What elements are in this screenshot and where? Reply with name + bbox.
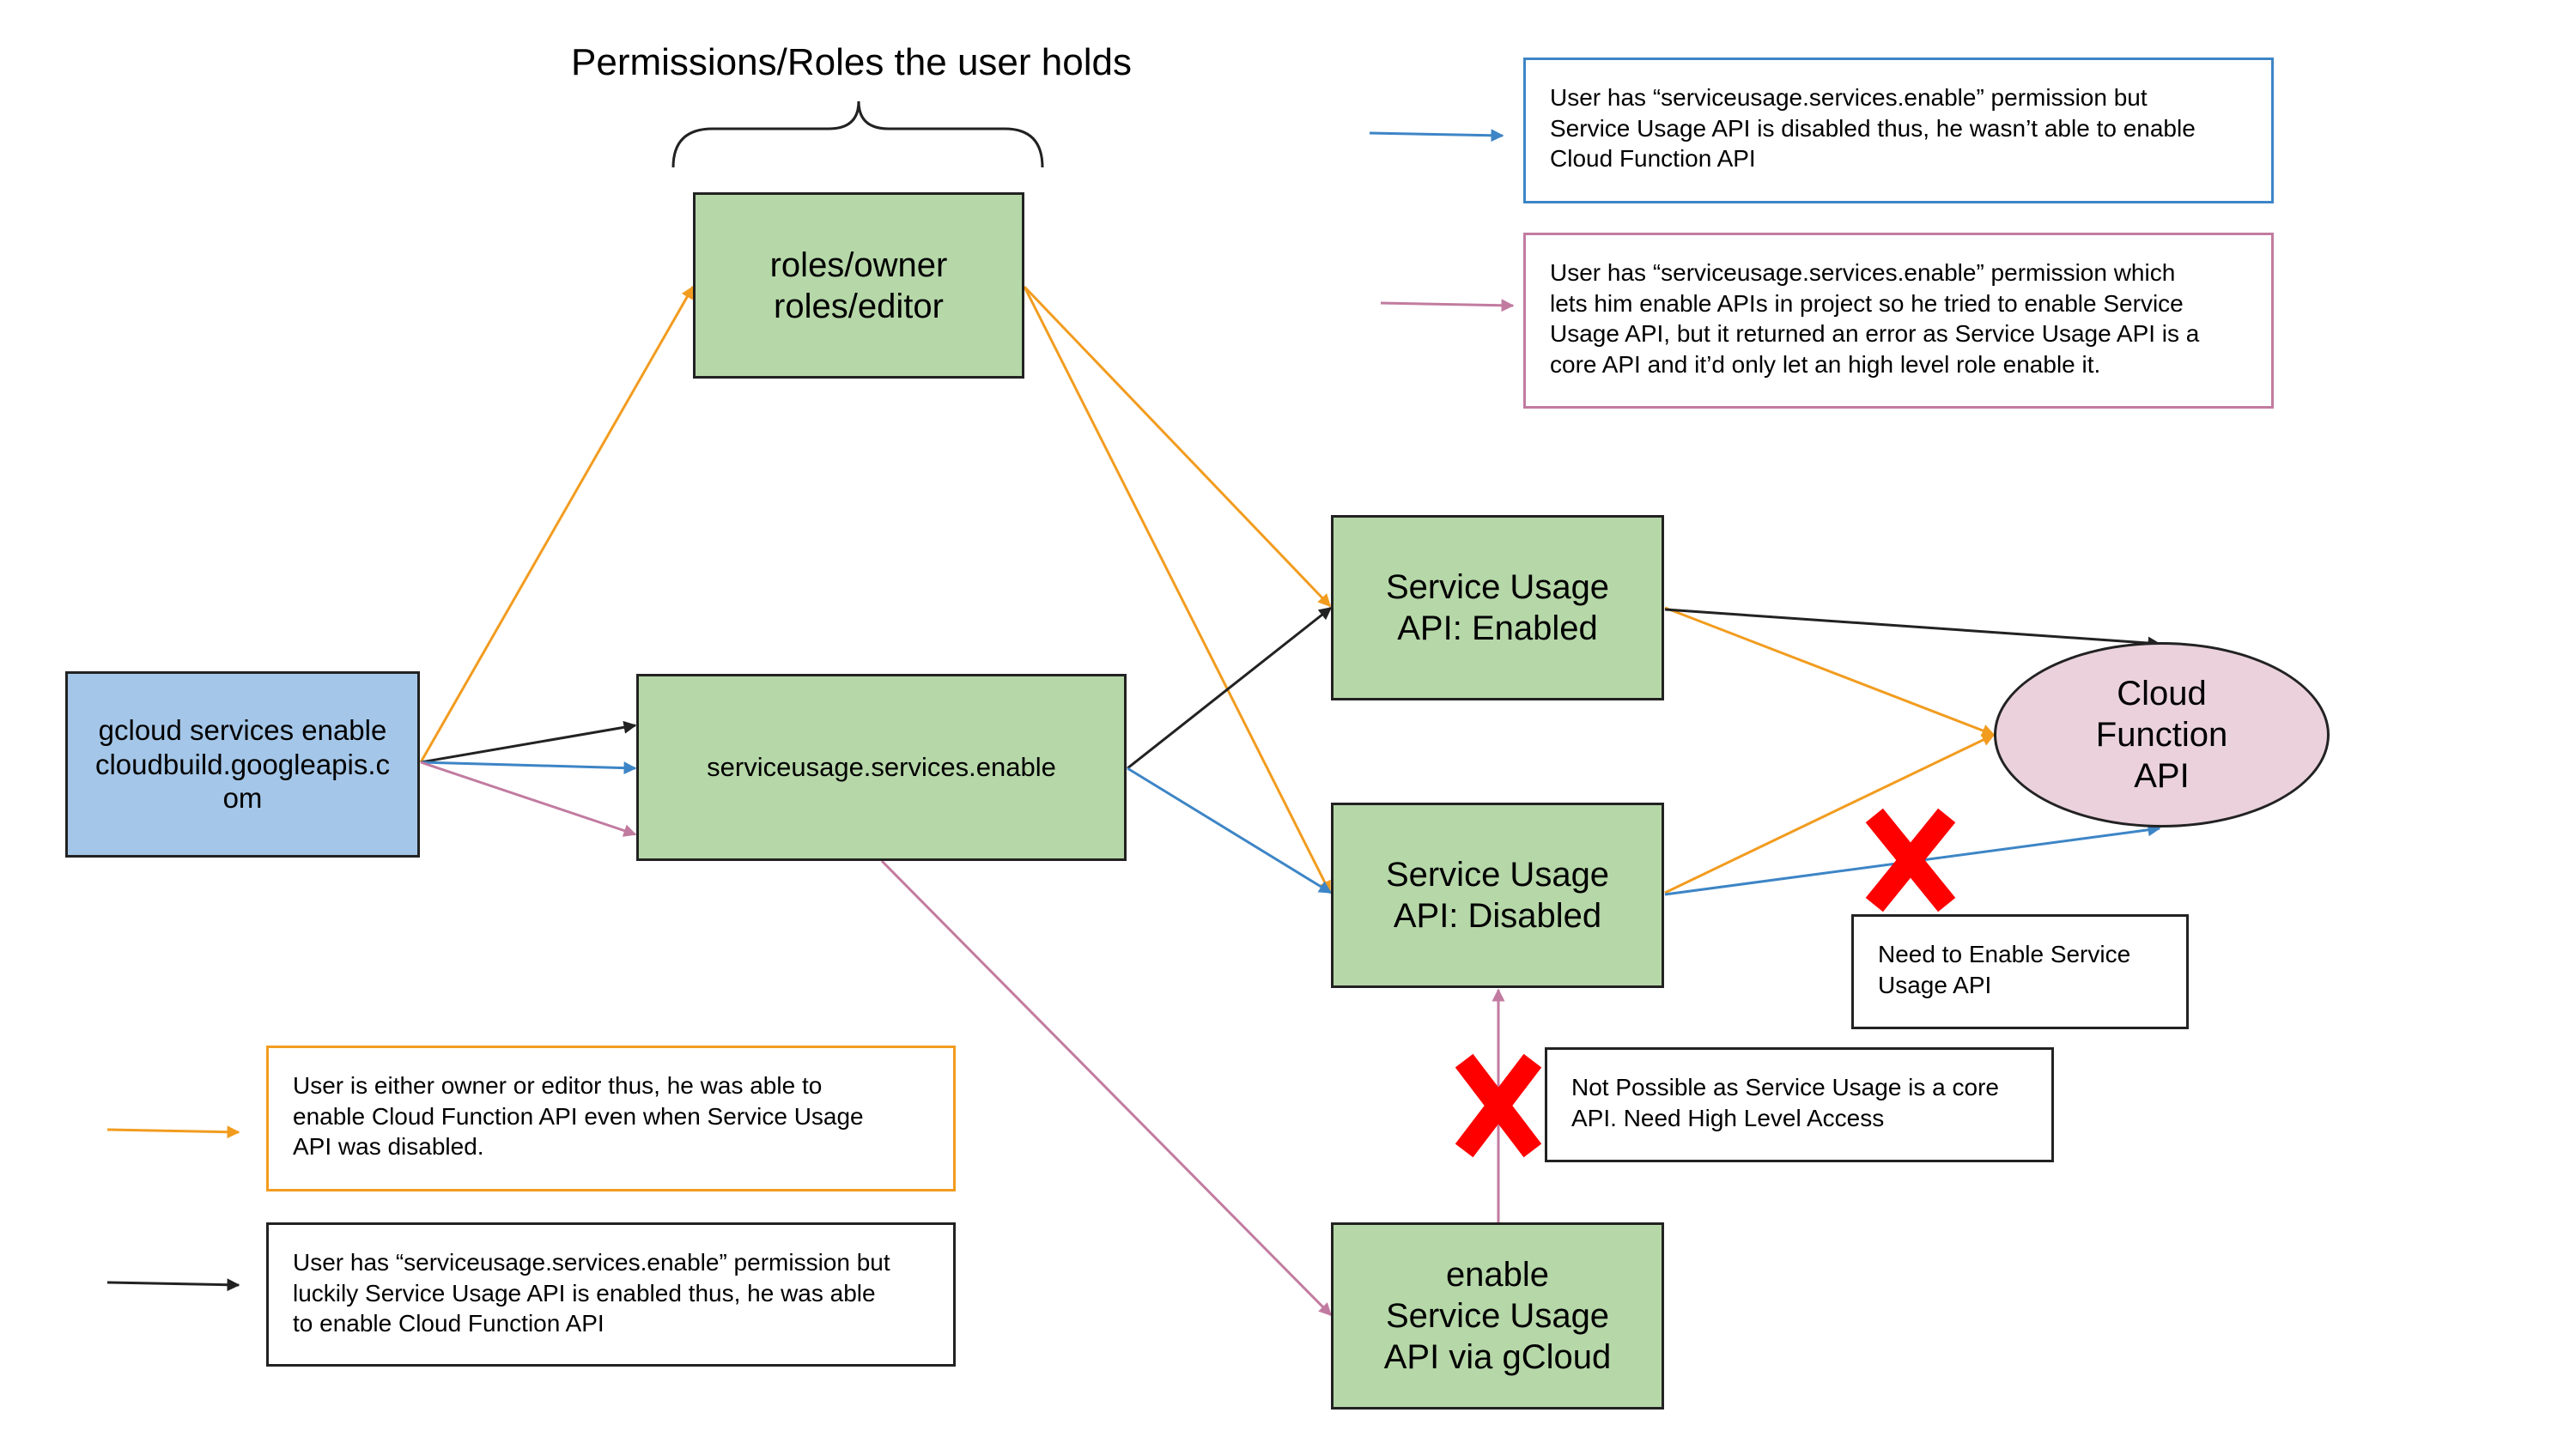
gcloud-command-node: gcloud services enable cloudbuild.google… [65,671,420,858]
enable-service-usage-node: enable Service Usage API via gCloud [1331,1222,1664,1410]
legend-arrow-blue [1369,129,1504,142]
permission-node: serviceusage.services.enable [636,674,1127,861]
cloud-function-api-node: Cloud Function API [1994,642,2330,828]
legend-arrow-orange [106,1125,240,1139]
edge-gcloud-to-permission-black [420,720,637,764]
blocked-x-icon [1455,1053,1542,1158]
edge-permission-to-enable-su [880,859,1333,1317]
legend-arrow-pink [1380,299,1515,312]
curly-brace [671,100,1044,168]
legend-note-orange: User is either owner or editor thus, he … [266,1046,956,1191]
legend-note-black: User has “serviceusage.services.enable” … [266,1222,956,1367]
blocked-x-icon [1865,808,1956,912]
edge-roles-to-su-enabled [1023,285,1332,608]
edge-permission-to-su-disabled [1127,767,1333,894]
edge-gcloud-to-roles [419,285,695,763]
roles-node: roles/owner roles/editor [693,192,1024,379]
edge-gcloud-to-permission-blue [420,761,637,775]
edge-su-enabled-to-cf-black [1664,608,2161,650]
service-usage-enabled-node: Service Usage API: Enabled [1331,515,1664,700]
legend-arrow-black [106,1278,240,1292]
edge-gcloud-to-permission-pink [420,761,637,837]
legend-note-pink: User has “serviceusage.services.enable” … [1523,233,2274,409]
edge-roles-to-su-disabled [1023,286,1332,894]
edge-su-disabled-to-cf-orange [1664,733,1996,894]
service-usage-disabled-node: Service Usage API: Disabled [1331,803,1664,988]
edge-su-enabled-to-cf-orange [1664,606,1996,737]
edge-permission-to-su-enabled [1127,606,1333,770]
need-enable-note: Need to Enable Service Usage API [1851,914,2189,1029]
diagram-title: Permissions/Roles the user holds [571,41,1132,83]
not-possible-note: Not Possible as Service Usage is a core … [1545,1047,2054,1162]
legend-note-blue: User has “serviceusage.services.enable” … [1523,58,2274,203]
